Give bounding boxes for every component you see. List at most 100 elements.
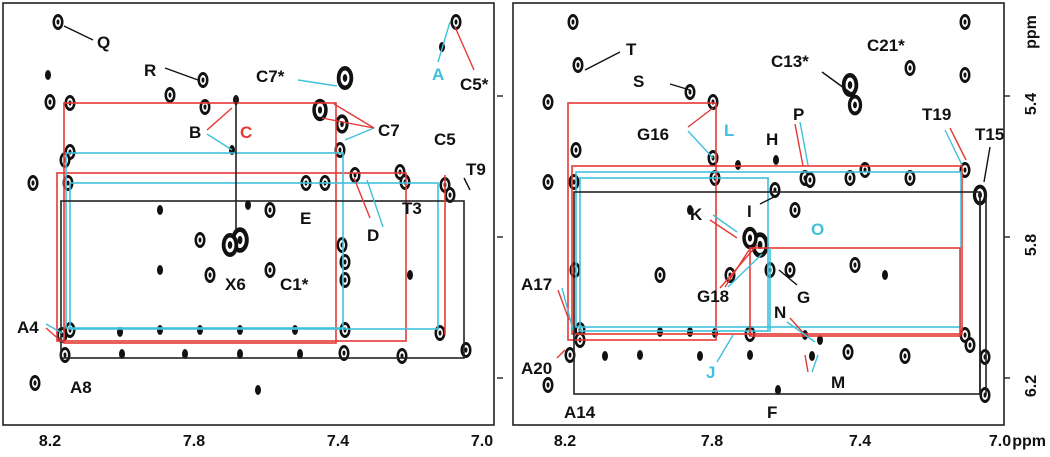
left-xtick-3: 7.0 [471,433,493,450]
cross-peak [434,325,446,341]
cross-peak [697,351,703,361]
cross-peak [264,202,276,218]
cross-peak [157,205,163,215]
right-label-14: G [797,288,810,307]
cross-peak [399,174,411,190]
right-walk-boxes [567,102,987,395]
right-x-axis: 8.2 7.8 7.4 7.0 ppm [554,433,1046,450]
cross-peak [336,66,354,90]
cross-peak [199,99,211,115]
left-label-4: C7* [256,67,285,86]
right-spectrum-panel: T S C13* C21* G16 L H P T19 T15 I O K G1… [497,2,1046,450]
cross-peak [264,262,276,278]
left-label-16: A8 [70,378,92,397]
cross-peak [804,172,816,188]
left-plot-frame [2,2,495,426]
cross-peak [396,348,408,364]
right-label-2: C13* [771,52,809,71]
cross-peak [292,325,298,335]
left-label-2: A [432,65,444,84]
cross-peak [735,160,741,170]
cross-peak [842,344,854,360]
left-walk-boxes [56,95,465,359]
left-red-walk-box-2 [56,172,407,342]
cross-peak [959,14,971,30]
cross-peak [789,202,801,218]
cross-peak [882,270,888,280]
right-label-3: C21* [867,36,905,55]
cross-peak [687,327,693,337]
cross-peak [197,325,203,335]
cross-peak [164,87,176,103]
cross-peak [339,322,351,338]
cross-peak [336,237,348,253]
left-label-1: R [144,61,156,80]
cross-peak [568,174,580,190]
cross-peak [460,342,472,358]
cross-peak [684,84,696,100]
cross-peak [959,67,971,83]
right-red-walk-box [567,102,717,341]
left-label-13: X6 [225,275,246,294]
right-ytick-1: 5.8 [1023,234,1040,256]
left-leaders [45,21,475,343]
left-label-3: C5* [460,75,489,94]
cross-peak [52,14,64,30]
right-label-9: T15 [975,125,1004,144]
right-ytick-0: 5.4 [1023,93,1040,115]
right-label-8: T19 [922,105,951,124]
right-ytick-2: 6.2 [1023,375,1040,397]
cross-peak [542,94,554,110]
cross-peak [335,114,349,134]
cross-peak [964,337,976,353]
cross-peak [572,57,584,73]
cross-peak [312,98,328,122]
right-y-unit: ppm [1023,15,1040,49]
right-x-unit: ppm [1012,433,1046,450]
cross-peak [567,14,579,30]
right-peaks [542,14,991,403]
right-black-walk-box [573,191,981,395]
right-xtick-2: 7.4 [849,433,871,450]
right-label-18: M [831,373,845,392]
right-label-0: T [626,40,637,59]
left-cyan-walk-box [65,152,344,329]
right-label-1: S [633,72,644,91]
cross-peak [44,94,56,110]
cross-peak [841,73,859,97]
left-label-9: T9 [466,160,486,179]
cross-peak [979,387,991,403]
cross-peak [707,94,719,110]
cross-peak [59,152,71,168]
left-label-8: C5 [434,130,456,149]
cross-peak [45,70,51,80]
right-red-walk-box-3 [749,247,961,337]
right-label-4: G16 [637,125,669,144]
right-leaders [556,51,991,373]
right-label-15: A17 [521,275,552,294]
left-x-axis: 8.2 7.8 7.4 7.0 [39,433,493,450]
left-label-15: A4 [17,318,39,337]
right-xtick-0: 8.2 [554,433,576,450]
right-label-13: G18 [697,287,729,306]
left-label-14: C1* [280,275,309,294]
right-plot-frame [512,2,1005,426]
right-label-6: H [766,130,778,149]
cross-peak [602,351,608,361]
right-label-17: J [706,363,715,382]
cross-peak [904,60,916,76]
cross-peak [237,325,243,335]
right-label-12: K [690,205,703,224]
cross-peak [570,142,582,158]
left-xtick-0: 8.2 [39,433,61,450]
left-xtick-1: 7.8 [183,433,205,450]
left-labels: Q R A C5* C7* B C C7 C5 T9 E T3 D X6 C1*… [17,33,489,397]
cross-peak [27,175,39,191]
right-xtick-3: 7.0 [989,433,1011,450]
right-cyan-walk-box-2 [579,177,769,332]
right-label-19: A20 [521,359,552,378]
right-label-21: F [767,403,777,422]
cross-peak [569,262,581,278]
left-label-6: C [240,123,252,142]
